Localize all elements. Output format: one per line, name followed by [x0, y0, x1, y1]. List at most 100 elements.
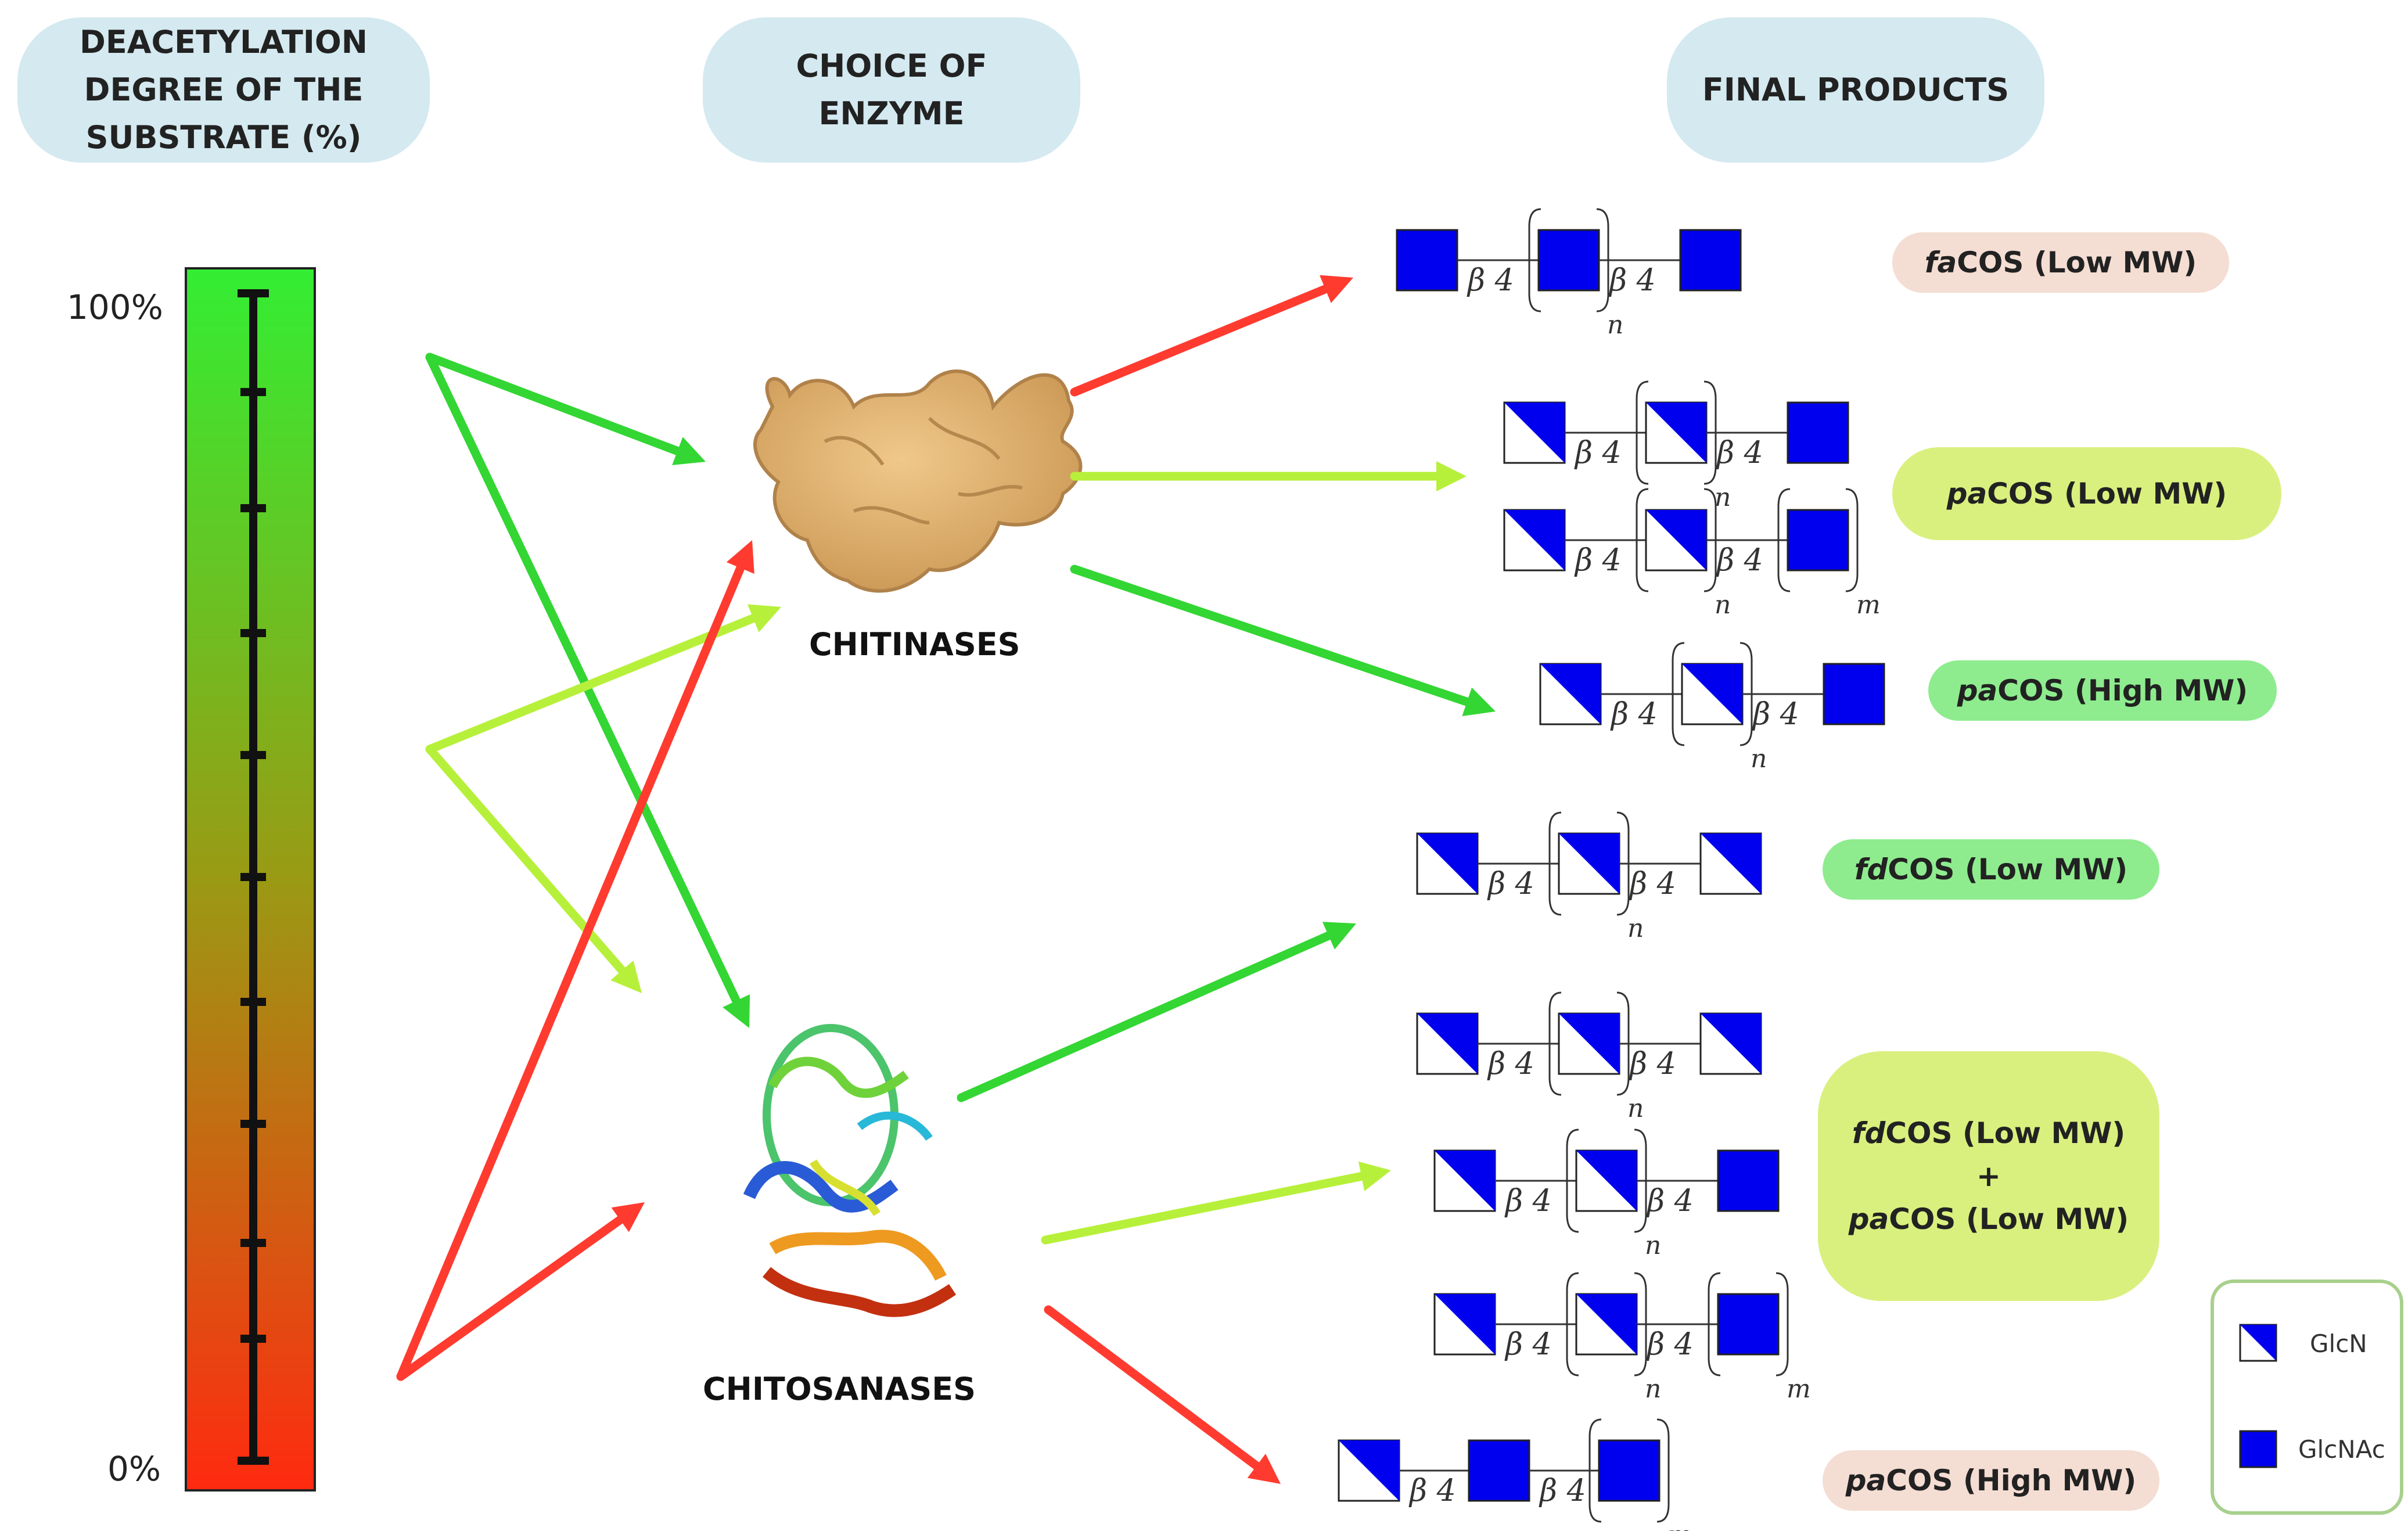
arrow [396, 540, 754, 1381]
beta-linkage: β 4 [1487, 867, 1534, 901]
oligosaccharide-chain: β 4 n β 4 m [1433, 1272, 1811, 1404]
legend-glcn-icon [2239, 1324, 2277, 1362]
scale-bottom-label: 0% [107, 1449, 161, 1489]
beta-linkage: β 4 [1752, 697, 1799, 732]
beta-linkage: β 4 [1467, 263, 1514, 298]
arrow [957, 922, 1356, 1102]
glcn-unit [1699, 1012, 1762, 1075]
oligosaccharide-chain: β 4 n β 4 [1503, 380, 1849, 512]
beta-linkage: β 4 [1487, 1047, 1534, 1081]
oligosaccharide-chain: β 4 n β 4 m [1503, 488, 1881, 620]
repeat-bracket [1566, 1129, 1579, 1233]
repeat-subscript: m [1667, 1521, 1692, 1531]
glcn-unit [1416, 1012, 1479, 1075]
beta-linkage: β 4 [1716, 436, 1763, 470]
arrows-layer [396, 275, 1496, 1484]
glcn-unit [1575, 1293, 1638, 1356]
product-pill-fdcos-low: fdCOS (Low MW) [1823, 839, 2159, 900]
glcnac-unit [1598, 1439, 1661, 1502]
repeat-subscript: n [1715, 590, 1731, 620]
repeat-subscript: m [1787, 1374, 1811, 1404]
oligosaccharide-chain: β 4 n β 4 [1433, 1129, 1780, 1260]
oligosaccharide-chain: β 4nβ 4 [1539, 642, 1885, 774]
repeat-subscript: n [1645, 1374, 1661, 1404]
chitinase-structure [753, 369, 1083, 593]
arrow [1070, 565, 1496, 716]
legend-glcnac-icon [2239, 1430, 2277, 1468]
arrow [396, 1202, 645, 1381]
beta-linkage: β 4 [1629, 1047, 1676, 1081]
product-pill-facos-low: faCOS (Low MW) [1892, 232, 2229, 293]
repeat-bracket [1636, 488, 1649, 592]
glcn-unit [1338, 1439, 1400, 1502]
repeat-subscript: n [1627, 1094, 1644, 1123]
product-pill-fdcos-pacos-low: fdCOS (Low MW) + paCOS (Low MW) [1818, 1051, 2159, 1301]
beta-linkage: β 4 [1504, 1184, 1552, 1219]
chitosanase-structure [743, 1024, 957, 1317]
glcn-unit [1433, 1293, 1496, 1356]
product-pill-pacos-low: paCOS (Low MW) [1892, 447, 2281, 540]
repeat-subscript: n [1645, 1231, 1661, 1260]
glcn-unit [1645, 401, 1708, 464]
repeat-bracket [1656, 1418, 1670, 1523]
chitinases-label: CHITINASES [809, 626, 1020, 663]
glcn-unit [1645, 509, 1708, 572]
glcn-unit [1433, 1149, 1496, 1212]
glcn-unit [1558, 832, 1620, 895]
beta-linkage: β 4 [1629, 867, 1676, 901]
scale-ticks [238, 289, 269, 1465]
repeat-bracket [1708, 1272, 1721, 1377]
repeat-bracket [1636, 380, 1649, 485]
glcnac-unit [1787, 401, 1849, 464]
arrow [1070, 275, 1353, 397]
beta-linkage: β 4 [1408, 1474, 1456, 1508]
repeat-bracket [1777, 488, 1791, 592]
glcn-unit [1558, 1012, 1620, 1075]
glcn-unit [1699, 832, 1762, 895]
repeat-bracket [1672, 642, 1685, 746]
repeat-subscript: n [1607, 310, 1623, 340]
glcn-unit [1503, 401, 1566, 464]
repeat-bracket [1588, 1418, 1602, 1523]
glcnac-unit [1823, 663, 1885, 725]
beta-linkage: β 4 [1574, 543, 1622, 578]
beta-linkage: β 4 [1716, 543, 1763, 578]
repeat-subscript: n [1715, 483, 1731, 512]
beta-linkage: β 4 [1646, 1327, 1694, 1362]
legend-glcnac-label: GlcNAc [2298, 1435, 2385, 1464]
beta-linkage: β 4 [1646, 1184, 1694, 1219]
repeat-subscript: m [1856, 590, 1881, 620]
glcnac-unit [1537, 229, 1600, 292]
glcn-unit [1575, 1149, 1638, 1212]
scale-top-label: 100% [67, 287, 163, 327]
beta-linkage: β 4 [1504, 1327, 1552, 1362]
product-pill-pacos-high: paCOS (High MW) [1928, 660, 2277, 721]
beta-linkage: β 4 [1539, 1474, 1586, 1508]
glcnac-unit [1717, 1149, 1780, 1212]
repeat-bracket [1548, 991, 1562, 1096]
oligosaccharide-chain: β 4 β 4 m [1338, 1418, 1692, 1531]
beta-linkage: β 4 [1574, 436, 1622, 470]
glcn-unit [1681, 663, 1744, 725]
repeat-bracket [1845, 488, 1859, 592]
chains-layer: β 4nβ 4β 4nβ 4β 4nβ 4mβ 4nβ 4β 4nβ 4β 4n… [1338, 208, 1885, 1531]
arrow [425, 353, 750, 1028]
oligosaccharide-chain: β 4 n β 4 [1416, 811, 1762, 943]
header-enzyme-choice: CHOICE OF ENZYME [703, 17, 1080, 163]
glcn-unit [1539, 663, 1602, 725]
legend: GlcN GlcNAc [2211, 1280, 2403, 1515]
beta-linkage: β 4 [1610, 697, 1658, 732]
arrow [425, 353, 706, 465]
repeat-bracket [1776, 1272, 1789, 1377]
glcnac-unit [1468, 1439, 1530, 1502]
glcn-unit [1416, 832, 1479, 895]
arrow [1041, 1161, 1391, 1245]
repeat-subscript: n [1627, 914, 1644, 943]
repeat-bracket [1566, 1272, 1579, 1377]
chitosanases-label: CHITOSANASES [703, 1371, 976, 1407]
repeat-bracket [1528, 208, 1541, 312]
product-pill-pacos-high-2: paCOS (High MW) [1823, 1450, 2159, 1511]
arrow [1044, 1305, 1281, 1484]
header-deacetylation: DEACETYLATION DEGREE OF THE SUBSTRATE (%… [17, 17, 430, 163]
